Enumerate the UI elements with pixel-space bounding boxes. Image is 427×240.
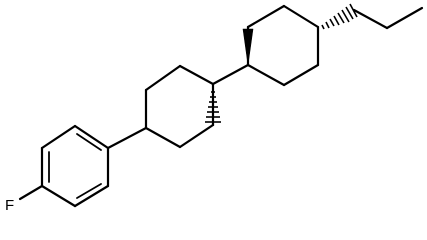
ring-a-bond-6: [40, 184, 77, 208]
chemical-structure: F: [4, 3, 424, 214]
hash-mark: [337, 12, 345, 24]
ring-c-bond-3: [282, 4, 320, 29]
cyclohexane-ring-1: [144, 64, 215, 149]
ring-a-double-3: [76, 183, 102, 199]
hash-mark: [321, 24, 325, 30]
propyl-bond-1: [352, 8, 389, 30]
propyl-bond-2: [385, 6, 424, 30]
hashed-wedge-ring-2: [321, 3, 358, 30]
fluorine-label-bg: [4, 196, 18, 212]
hash-mark: [341, 9, 350, 23]
hashed-wedge-ring-1: [205, 86, 221, 123]
ring-b-bond-6: [144, 126, 182, 149]
hash-mark: [345, 6, 354, 20]
molecule-canvas: F: [4, 3, 424, 214]
c-f-bond: [18, 184, 44, 201]
propyl-chain: [352, 6, 424, 30]
ring-b-bond-2: [144, 64, 182, 92]
cyclohexane-ring-2: [246, 4, 320, 87]
fluorophenyl-ring: [40, 124, 110, 208]
bold-wedge-ring-2: [242, 28, 254, 66]
ring-a-bond-3: [73, 124, 110, 150]
bicyclohexyl-bond: [211, 63, 250, 86]
ring-c-bond-5: [282, 63, 320, 87]
hash-mark: [325, 21, 330, 29]
ring-a-bond-2: [40, 124, 77, 150]
hash-mark: [333, 15, 340, 26]
ring-a-double-2: [76, 133, 102, 151]
ring-c-bond-6: [246, 63, 286, 87]
ring-a-bond-5: [73, 184, 110, 208]
aryl-cyclohexyl-bond: [106, 126, 148, 150]
hash-mark: [329, 18, 335, 27]
fluorine-atom-label: F: [5, 197, 14, 214]
ring-c-bond-2: [246, 4, 286, 29]
ring-b-bond-3: [178, 64, 215, 86]
ring-b-bond-5: [178, 123, 215, 149]
